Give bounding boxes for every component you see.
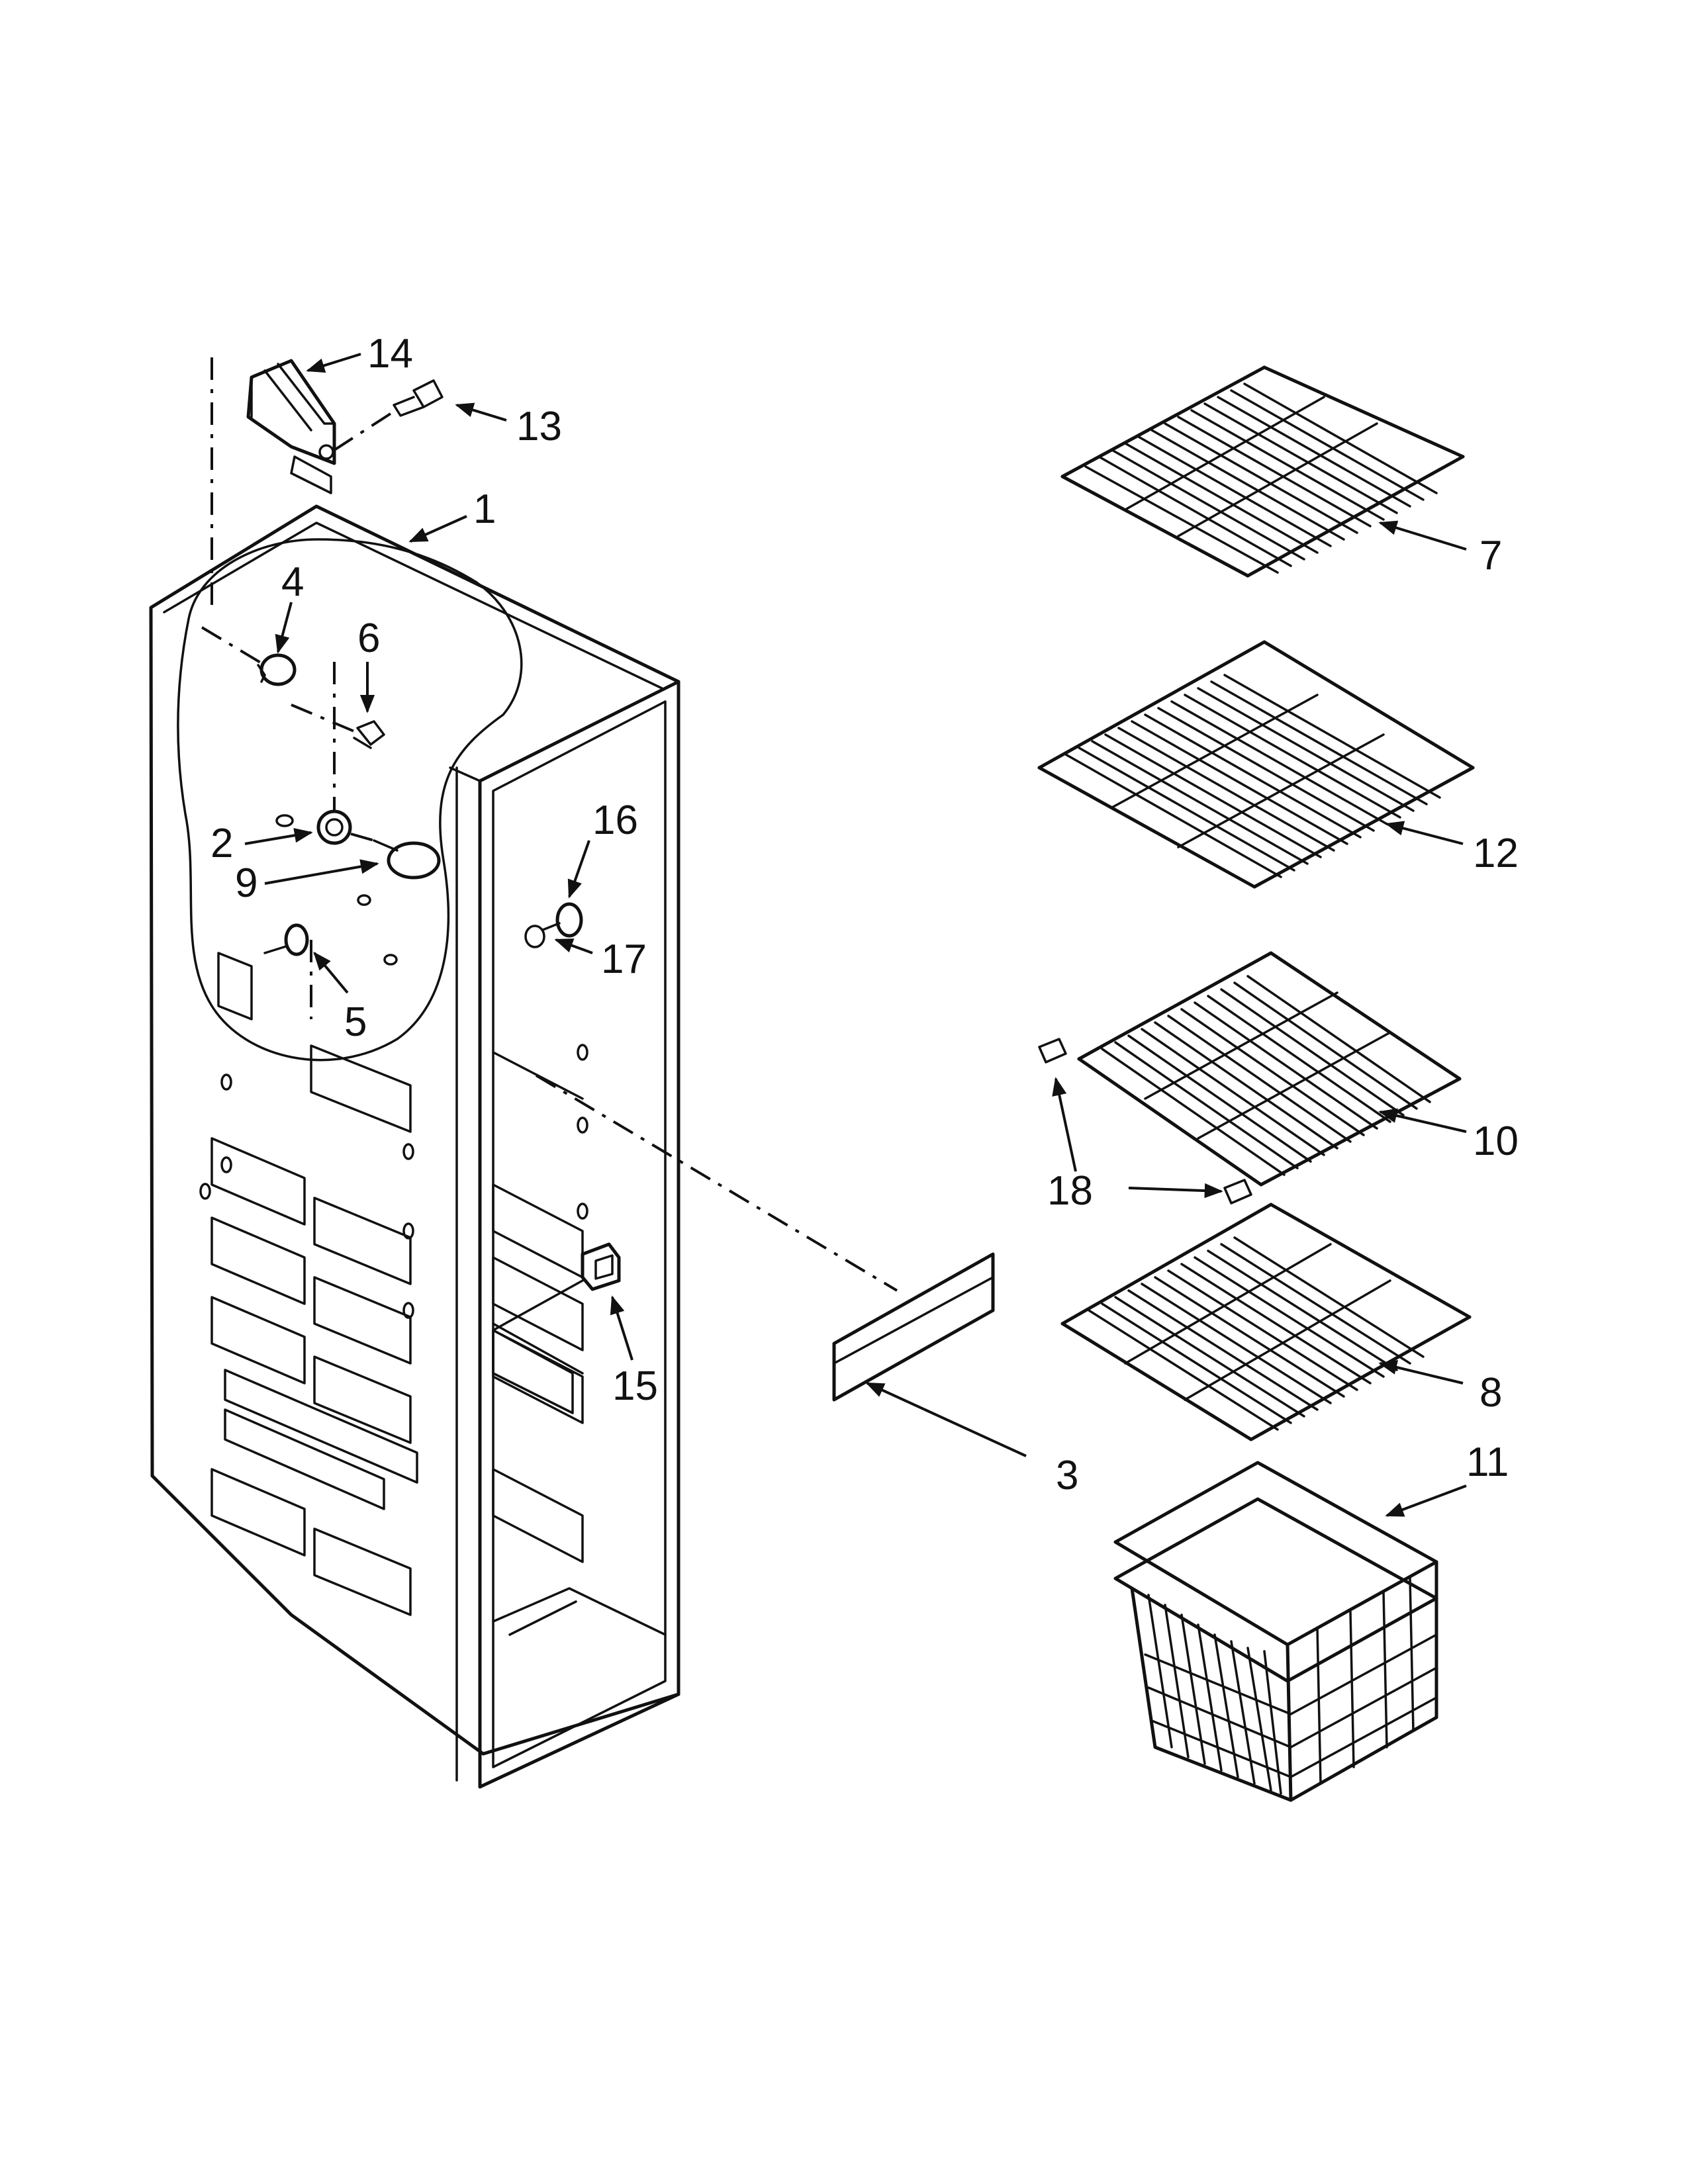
callout-labels: 14 13 1 4 6 2 9 5 16 17 15 3 7 12 10 18 …	[211, 331, 1519, 1498]
leader-8	[1378, 1359, 1464, 1385]
shelf-trim-strip	[832, 1252, 995, 1402]
leader-9	[264, 859, 379, 885]
leader-4	[275, 602, 293, 654]
wire-basket	[1113, 1461, 1438, 1802]
leader-16	[567, 840, 590, 899]
callout-4: 4	[281, 559, 304, 605]
top-hinge-bracket	[246, 359, 336, 494]
light-socket	[316, 809, 352, 845]
wire-shelf-10	[1077, 951, 1462, 1187]
callout-7: 7	[1479, 533, 1502, 578]
shelf-support-cam	[524, 902, 583, 948]
callout-1: 1	[473, 486, 496, 532]
leader-18a	[1052, 1077, 1077, 1172]
callout-6: 6	[357, 615, 380, 661]
shelf-end-caps	[1038, 1038, 1252, 1205]
callout-17: 17	[601, 936, 647, 982]
side-wall-slots	[492, 1051, 584, 1563]
callout-13: 13	[516, 404, 562, 449]
callout-14: 14	[367, 331, 413, 377]
callout-11: 11	[1466, 1439, 1509, 1485]
door-switch	[492, 1242, 621, 1332]
freezer-liner	[149, 504, 680, 1789]
clip	[353, 720, 385, 749]
callout-8: 8	[1479, 1370, 1502, 1416]
callout-5: 5	[344, 999, 367, 1045]
wire-shelf-8	[1060, 1203, 1472, 1441]
leader-10	[1378, 1108, 1467, 1133]
leader-3	[865, 1382, 1027, 1457]
screw	[393, 379, 444, 417]
leader-14	[306, 353, 361, 373]
leader-15	[610, 1295, 633, 1361]
callout-18: 18	[1047, 1168, 1093, 1214]
liner-holes	[199, 814, 588, 1319]
leader-5	[313, 951, 349, 994]
back-wall-panels	[211, 952, 418, 1616]
leader-12	[1385, 821, 1464, 845]
callout-16: 16	[592, 797, 638, 843]
callout-9: 9	[235, 860, 258, 906]
damper-knob	[257, 653, 297, 686]
callout-2: 2	[211, 821, 233, 866]
callout-12: 12	[1473, 831, 1519, 876]
wire-shelf-12	[1037, 640, 1475, 889]
leader-2	[244, 828, 313, 845]
leader-lines	[244, 353, 1467, 1517]
thermostat-plug	[263, 923, 309, 956]
leader-13	[455, 402, 507, 422]
leader-1	[408, 515, 467, 543]
wire-shelf-7	[1060, 365, 1465, 578]
leader-17	[554, 938, 593, 954]
callout-15: 15	[612, 1363, 658, 1409]
light-bulb	[373, 839, 441, 880]
callout-10: 10	[1473, 1118, 1519, 1164]
leader-11	[1385, 1484, 1467, 1517]
callout-3: 3	[1056, 1453, 1078, 1498]
leader-7	[1378, 520, 1467, 551]
leader-18b	[1128, 1183, 1223, 1199]
